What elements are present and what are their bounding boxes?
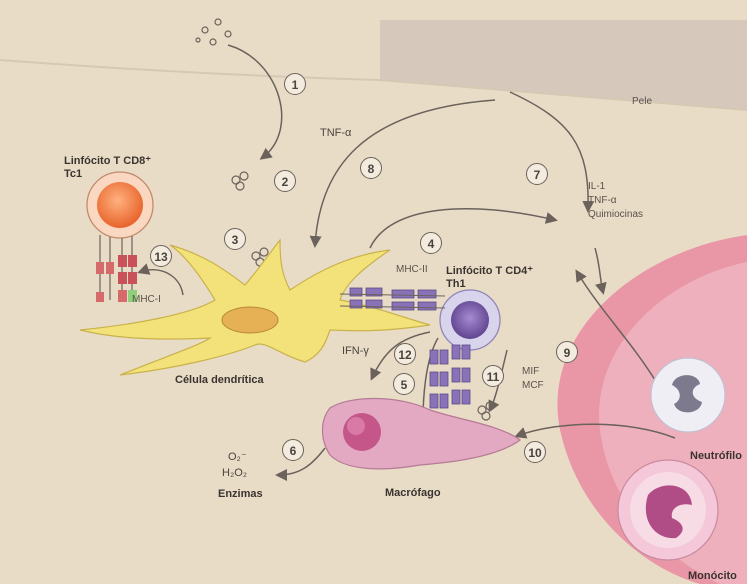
- step-12: 12: [394, 343, 416, 365]
- step-9: 9: [556, 341, 578, 363]
- label-cd8-title: Linfócito T CD8⁺: [64, 154, 151, 167]
- label-ifn-gamma: IFN-γ: [342, 345, 369, 357]
- skin-band: [380, 20, 747, 110]
- label-macrofago: Macrófago: [385, 487, 441, 499]
- label-h2o2: H₂O₂: [222, 467, 247, 479]
- label-tnf-alpha-top: TNF-α: [320, 127, 351, 139]
- label-il1: IL-1: [588, 181, 605, 192]
- label-enzimas: Enzimas: [218, 488, 263, 500]
- step-6: 6: [282, 439, 304, 461]
- step-4: 4: [420, 232, 442, 254]
- antigen-particle-icon: [196, 19, 231, 45]
- label-quimiocinas: Quimiocinas: [588, 209, 643, 220]
- label-cd4-subtitle: Th1: [446, 278, 466, 290]
- label-mcf: MCF: [522, 380, 544, 391]
- label-pele: Pele: [632, 96, 652, 107]
- label-neutrofilo: Neutrófilo: [690, 450, 742, 462]
- label-tnf-alpha: TNF-α: [588, 195, 617, 206]
- step-8: 8: [360, 157, 382, 179]
- label-o2: O₂⁻: [228, 450, 247, 463]
- step-10: 10: [524, 441, 546, 463]
- step-5: 5: [393, 373, 415, 395]
- label-mif: MIF: [522, 366, 539, 377]
- step-7: 7: [526, 163, 548, 185]
- label-celula-dendritica: Célula dendrítica: [175, 374, 264, 386]
- label-mhc1: MHC-I: [132, 294, 161, 305]
- step-11: 11: [482, 365, 504, 387]
- label-cd8-subtitle: Tc1: [64, 168, 82, 180]
- step-1: 1: [284, 73, 306, 95]
- step-3: 3: [224, 228, 246, 250]
- label-monocito: Monócito: [688, 570, 737, 582]
- label-mhc2: MHC-II: [396, 264, 428, 275]
- step-13: 13: [150, 245, 172, 267]
- step-2: 2: [274, 170, 296, 192]
- label-cd4-title: Linfócito T CD4⁺: [446, 264, 533, 277]
- mhc1-receptor-complex: [96, 255, 137, 302]
